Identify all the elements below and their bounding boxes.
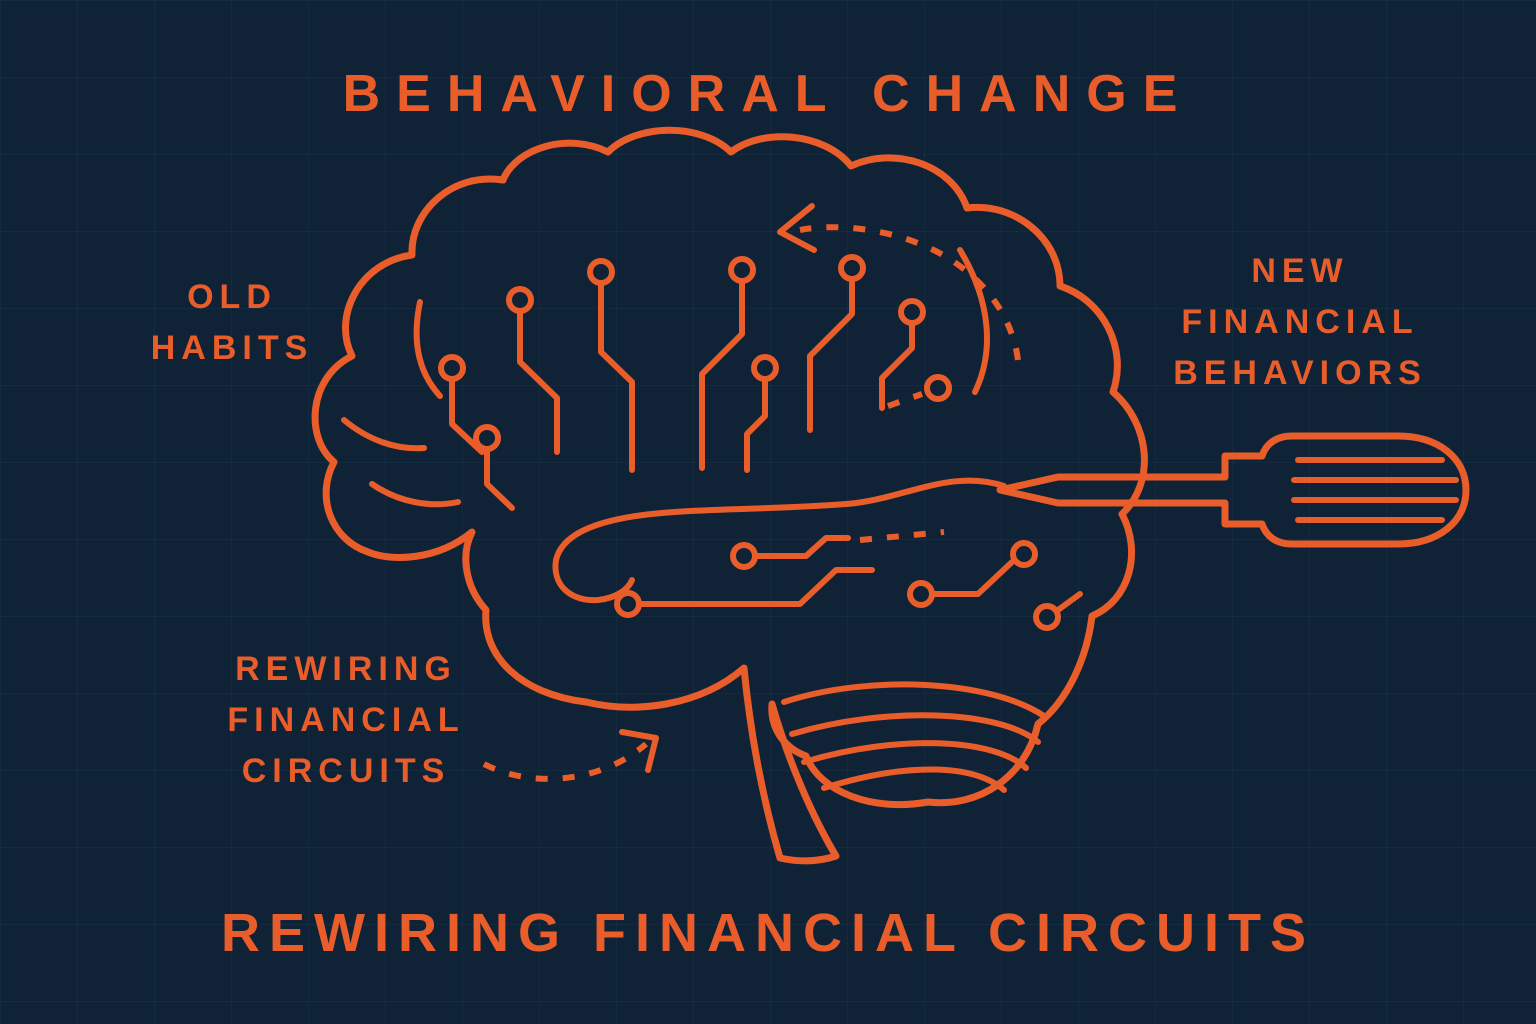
bottom-title: REWIRING FINANCIAL CIRCUITS <box>221 903 1315 963</box>
dashed-segment-mid <box>887 391 923 409</box>
arrowhead-bottom-icon <box>619 729 659 773</box>
parietal-fold <box>957 247 990 395</box>
dashed-rewire-arrow <box>777 203 1021 543</box>
lower-frontal-fold <box>369 481 461 508</box>
label-rewire-line2: FINANCIAL <box>227 701 465 739</box>
label-new-line2: FINANCIAL <box>1181 303 1419 341</box>
dashed-arc-top <box>799 224 1021 361</box>
sylvian-fissure-fold <box>552 477 1007 604</box>
label-old-habits-line2: HABITS <box>150 329 314 367</box>
label-rewiring-financial-circuits: REWIRING FINANCIAL CIRCUITS <box>171 644 521 797</box>
brain-outline <box>311 126 1148 865</box>
label-new-line3: BEHAVIORS <box>1173 354 1427 392</box>
dashed-arrow-bottom <box>482 729 659 782</box>
screwdriver-body <box>996 432 1470 548</box>
dashed-arc-bottom <box>482 741 648 782</box>
dashed-segment-low <box>859 529 945 543</box>
label-rewire-line3: CIRCUITS <box>241 752 451 790</box>
circuit-traces <box>449 277 1083 613</box>
label-new-line1: NEW <box>1251 252 1349 290</box>
circuit-nodes <box>438 254 1061 631</box>
page-title: BEHAVIORAL CHANGE <box>342 65 1194 123</box>
upper-frontal-fold <box>413 299 443 399</box>
label-old-habits-line1: OLD <box>187 278 277 316</box>
screwdriver-icon <box>996 432 1470 548</box>
screwdriver-grip-lines <box>1291 457 1459 523</box>
label-old-habits: OLD HABITS <box>82 272 382 374</box>
label-rewire-line1: REWIRING <box>235 650 457 688</box>
label-new-financial-behaviors: NEW FINANCIAL BEHAVIORS <box>1125 246 1475 399</box>
cerebellum-stripes <box>781 681 1047 793</box>
frontal-fold <box>341 417 427 452</box>
arrowhead-top-icon <box>777 203 817 253</box>
brain-folds <box>341 247 1007 604</box>
brain-outline-icon <box>311 126 1148 865</box>
